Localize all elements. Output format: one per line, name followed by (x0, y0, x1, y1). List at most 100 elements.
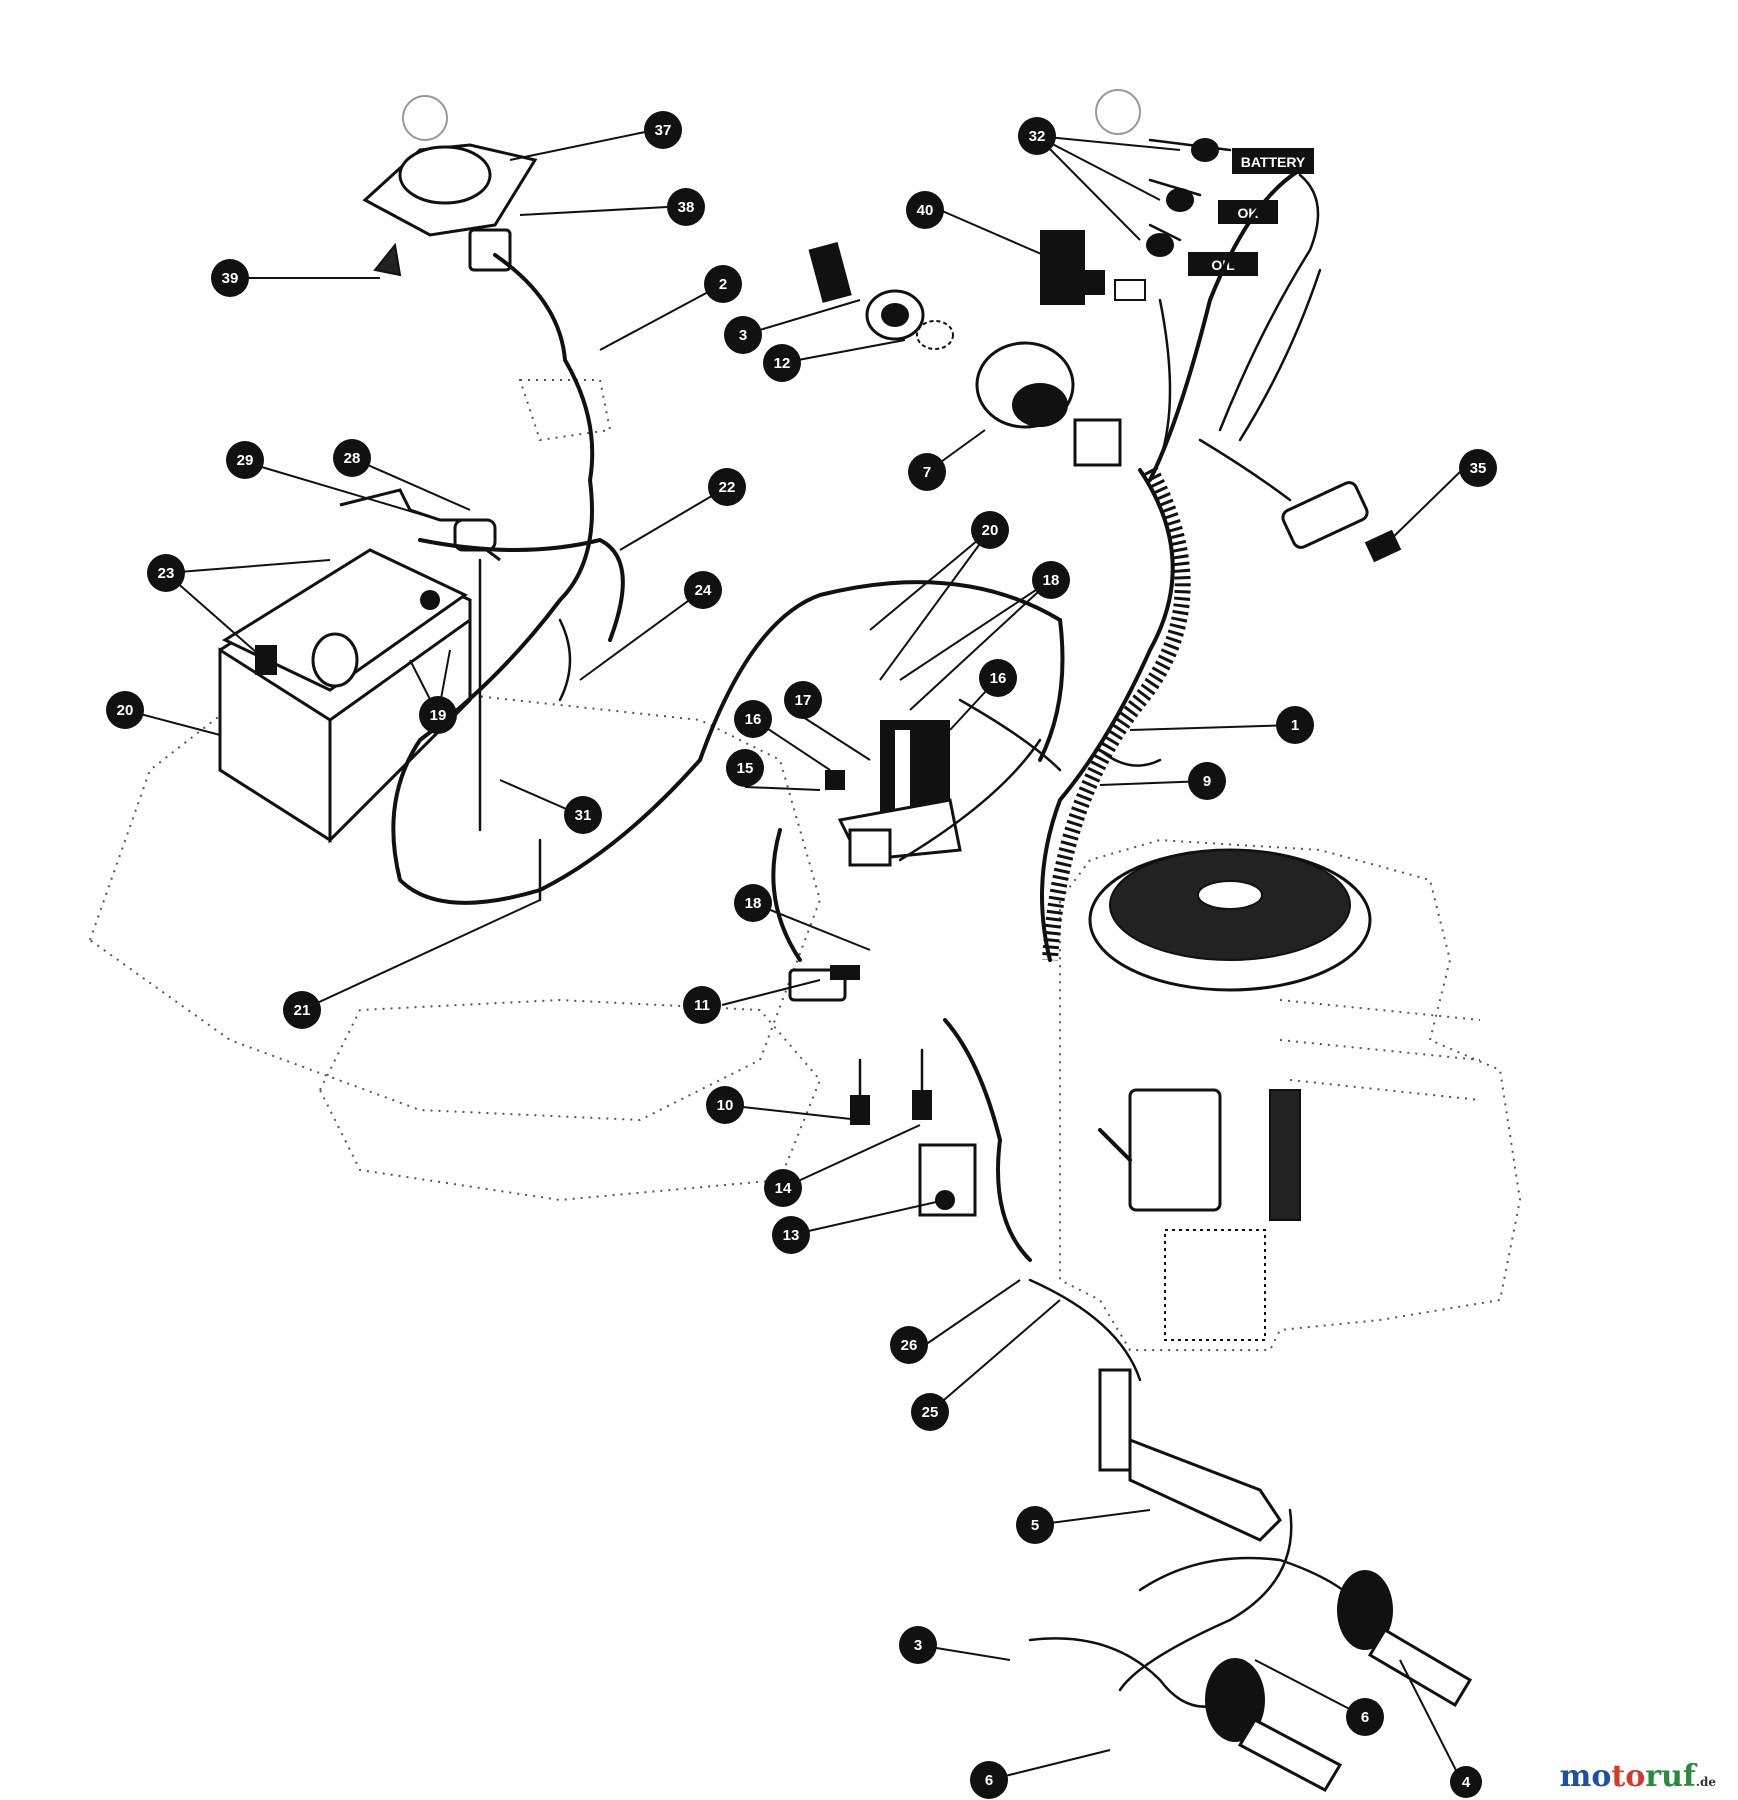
indicator-switch-icon (1040, 89, 1232, 305)
callout-1: 1 (1276, 706, 1314, 744)
leader-lines (124, 131, 1467, 1791)
callout-5: 5 (1016, 1506, 1054, 1544)
battery-hold-down-bar (339, 488, 501, 832)
svg-text:21: 21 (294, 1002, 311, 1019)
callout-10: 10 (706, 1086, 744, 1124)
bolt-icon-b (912, 1048, 932, 1120)
callout-3-low: 3 (899, 1626, 937, 1664)
svg-text:18: 18 (1043, 572, 1060, 589)
callout-22: 22 (708, 468, 746, 506)
svg-text:20: 20 (982, 522, 999, 539)
svg-text:15: 15 (737, 760, 754, 777)
key-switch-icon (808, 242, 954, 350)
svg-text:26: 26 (901, 1337, 918, 1354)
svg-text:28: 28 (344, 450, 361, 467)
callout-2: 2 (704, 265, 742, 303)
callout-3: 3 (724, 316, 762, 354)
tag-battery: BATTERY (1232, 148, 1314, 174)
pto-switch-icon (362, 95, 538, 277)
callout-6-right: 6 (1346, 1698, 1384, 1736)
tag-ok: OK (1218, 200, 1278, 224)
svg-text:19: 19 (430, 707, 447, 724)
svg-text:6: 6 (1361, 1709, 1369, 1726)
callout-11: 11 (683, 986, 721, 1024)
svg-text:24: 24 (695, 582, 712, 599)
svg-text:2: 2 (719, 276, 727, 293)
svg-text:38: 38 (678, 199, 695, 216)
callout-21: 21 (283, 991, 321, 1029)
callout-28: 28 (333, 439, 371, 477)
callout-4: 4 (1450, 1766, 1482, 1798)
svg-text:3: 3 (739, 327, 747, 344)
ignition-switch-icon (975, 341, 1122, 467)
headlight-right-icon (1337, 1570, 1473, 1708)
svg-text:16: 16 (990, 670, 1007, 687)
engine-block-side (1128, 1088, 1222, 1212)
callout-23: 23 (147, 554, 185, 592)
svg-text:10: 10 (717, 1097, 734, 1114)
connector-plug-icon (1281, 481, 1402, 563)
callout-40: 40 (906, 191, 944, 229)
callout-7: 7 (908, 453, 946, 491)
svg-text:40: 40 (917, 202, 934, 219)
callout-38: 38 (667, 188, 705, 226)
svg-text:4: 4 (1462, 1774, 1471, 1791)
callout-37: 37 (644, 111, 682, 149)
seat-switch-bracket-icon (1098, 1368, 1282, 1542)
callout-14: 14 (764, 1169, 802, 1207)
svg-text:32: 32 (1029, 128, 1046, 145)
svg-text:7: 7 (923, 464, 931, 481)
callout-29: 29 (226, 441, 264, 479)
svg-text:17: 17 (795, 692, 812, 709)
svg-text:25: 25 (922, 1404, 939, 1421)
engine-bracket (1269, 1089, 1301, 1221)
callout-24: 24 (684, 571, 722, 609)
svg-text:14: 14 (775, 1180, 792, 1197)
engine-outline (1059, 838, 1522, 1351)
watermark-logo: motoruf.de (1559, 1759, 1716, 1794)
corrugated-conduit (1042, 466, 1191, 961)
svg-text:37: 37 (655, 122, 672, 139)
svg-text:5: 5 (1031, 1517, 1039, 1534)
callout-18-low: 18 (734, 884, 772, 922)
callout-31: 31 (564, 796, 602, 834)
svg-text:3: 3 (914, 1637, 922, 1654)
callout-6-left: 6 (970, 1761, 1008, 1799)
callout-16-top: 16 (734, 700, 772, 738)
svg-text:11: 11 (694, 997, 710, 1014)
svg-text:6: 6 (985, 1772, 993, 1789)
callout-12: 12 (763, 344, 801, 382)
callout-39: 39 (211, 259, 249, 297)
svg-text:39: 39 (222, 270, 239, 287)
headlight-left-icon (1205, 1658, 1343, 1792)
svg-text:23: 23 (158, 565, 175, 582)
callout-35: 35 (1459, 449, 1497, 487)
svg-text:31: 31 (575, 807, 592, 824)
svg-text:29: 29 (237, 452, 254, 469)
svg-text:12: 12 (774, 355, 791, 372)
svg-text:22: 22 (719, 479, 736, 496)
svg-text:20: 20 (117, 702, 134, 719)
callout-9: 9 (1188, 762, 1226, 800)
callout-26: 26 (890, 1326, 928, 1364)
callout-13: 13 (772, 1216, 810, 1254)
callout-20-mid: 20 (971, 511, 1009, 549)
svg-text:35: 35 (1470, 460, 1487, 477)
bolt-icon-a (850, 1058, 870, 1125)
svg-text:13: 13 (783, 1227, 800, 1244)
callout-17: 17 (784, 681, 822, 719)
callout-16-right: 16 (979, 659, 1017, 697)
callout-15: 15 (726, 749, 764, 787)
fuse-holder-icon (788, 965, 860, 1002)
callout-18-top: 18 (1032, 561, 1070, 599)
callout-32: 32 (1018, 117, 1056, 155)
callout-25: 25 (911, 1393, 949, 1431)
callout-20-battery: 20 (106, 691, 144, 729)
svg-text:1: 1 (1291, 717, 1299, 734)
svg-text:BATTERY: BATTERY (1241, 154, 1306, 170)
wire-harness (391, 168, 1367, 1708)
battery-icon (218, 548, 472, 844)
starter-solenoid-icon (825, 720, 962, 867)
svg-text:9: 9 (1203, 773, 1211, 790)
